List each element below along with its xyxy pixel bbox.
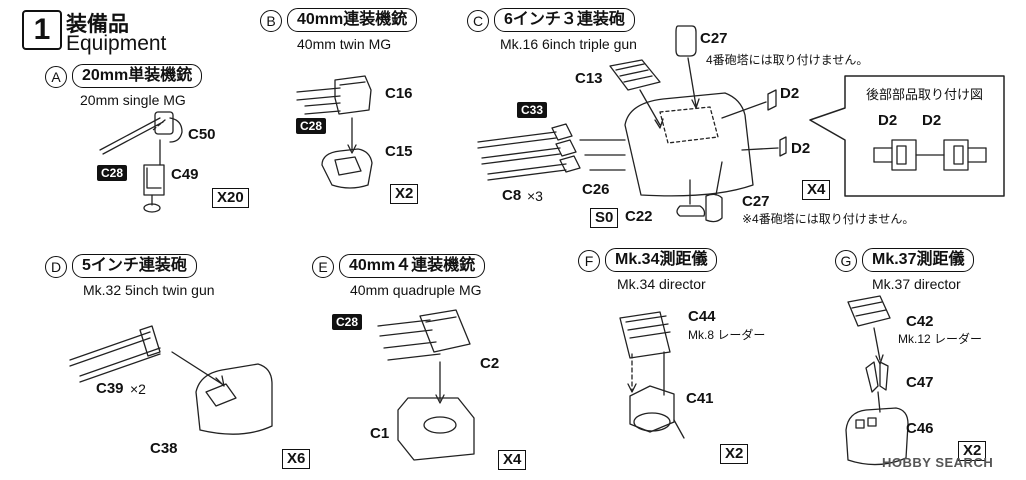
part-c2: C2	[480, 355, 500, 372]
qty-x6: X6	[282, 449, 311, 469]
part-c8-mult: ×3	[527, 188, 543, 204]
part-c38: C38	[150, 440, 178, 457]
step-title-jp: 装備品	[66, 13, 129, 36]
part-c28-tag: C28	[332, 314, 363, 330]
part-s0-tag: S0	[590, 208, 619, 228]
callout-rear-parts-diagram	[810, 76, 1004, 196]
part-c1: C1	[370, 425, 390, 442]
part-c50: C50	[188, 126, 216, 143]
section-a-title: 20mm単装機銃	[72, 64, 203, 88]
part-c16: C16	[385, 85, 413, 102]
part-c42-note: Mk.12 レーダー	[898, 332, 983, 346]
part-c27-bottom: C27	[742, 193, 770, 210]
section-g-subtitle: Mk.37 director	[872, 276, 961, 292]
drawing-6inch-triple-turret	[478, 26, 786, 222]
drawing-5inch-twin-gun	[70, 326, 272, 434]
part-c13: C13	[575, 70, 603, 87]
drawing-40mm-quadruple-mg	[378, 310, 474, 460]
part-c28-tag: C28	[296, 118, 327, 134]
note-turret4-top: 4番砲塔には取り付けません。	[706, 53, 869, 67]
callout-d2-right: D2	[922, 112, 942, 129]
section-b-title: 40mm連装機銃	[287, 8, 418, 32]
part-c46: C46	[906, 420, 934, 437]
section-e-subtitle: 40mm quadruple MG	[350, 282, 482, 298]
section-a-letter: A	[45, 66, 67, 88]
callout-title: 後部部品取り付け図	[866, 87, 984, 102]
qty-x2: X2	[958, 441, 987, 461]
section-a-subtitle: 20mm single MG	[80, 92, 186, 108]
part-c47: C47	[906, 374, 934, 391]
part-c22: C22	[625, 208, 653, 225]
part-c41: C41	[686, 390, 714, 407]
section-f-subtitle: Mk.34 director	[617, 276, 706, 292]
part-c26: C26	[582, 181, 610, 198]
section-c-letter: C	[467, 10, 489, 32]
step-title-en: Equipment	[66, 32, 167, 55]
section-c-title: 6インチ３連装砲	[494, 8, 635, 32]
section-f-title: Mk.34測距儀	[605, 248, 718, 272]
qty-x4: X4	[498, 450, 527, 470]
section-c-subtitle: Mk.16 6inch triple gun	[500, 36, 637, 52]
section-g-title: Mk.37測距儀	[862, 248, 975, 272]
drawing-20mm-single-mg	[100, 112, 182, 212]
section-b-subtitle: 40mm twin MG	[297, 36, 392, 52]
part-c27-top: C27	[700, 30, 728, 47]
qty-x20: X20	[212, 188, 249, 208]
section-d-subtitle: Mk.32 5inch twin gun	[83, 282, 215, 298]
part-c39: C39	[96, 380, 124, 397]
drawing-mk34-director	[620, 312, 684, 438]
section-d-letter: D	[45, 256, 67, 278]
drawing-mk37-director	[846, 296, 908, 465]
watermark: HOBBY SEARCH	[882, 455, 994, 470]
part-d2-mid: D2	[791, 140, 811, 157]
step-number: 1	[22, 10, 62, 50]
callout-d2-left: D2	[878, 112, 898, 129]
part-c49: C49	[171, 166, 199, 183]
part-c44: C44	[688, 308, 716, 325]
part-c42: C42	[906, 313, 934, 330]
section-e-title: 40mm４連装機銃	[339, 254, 486, 278]
section-d-title: 5インチ連装砲	[72, 254, 197, 278]
note-turret4-bottom: ※4番砲塔には取り付けません。	[742, 212, 915, 226]
part-c28-tag: C28	[97, 165, 128, 181]
section-b-letter: B	[260, 10, 282, 32]
part-c15: C15	[385, 143, 413, 160]
part-c39-mult: ×2	[130, 381, 146, 397]
section-e-letter: E	[312, 256, 334, 278]
part-c8: C8	[502, 187, 522, 204]
qty-x2: X2	[720, 444, 749, 464]
section-g-letter: G	[835, 250, 857, 272]
part-c44-note: Mk.8 レーダー	[688, 328, 766, 342]
drawing-40mm-twin-mg	[297, 76, 372, 188]
part-d2-top: D2	[780, 85, 800, 102]
qty-x2: X2	[390, 184, 419, 204]
section-f-letter: F	[578, 250, 600, 272]
part-c33-tag: C33	[517, 102, 548, 118]
qty-x4: X4	[802, 180, 831, 200]
